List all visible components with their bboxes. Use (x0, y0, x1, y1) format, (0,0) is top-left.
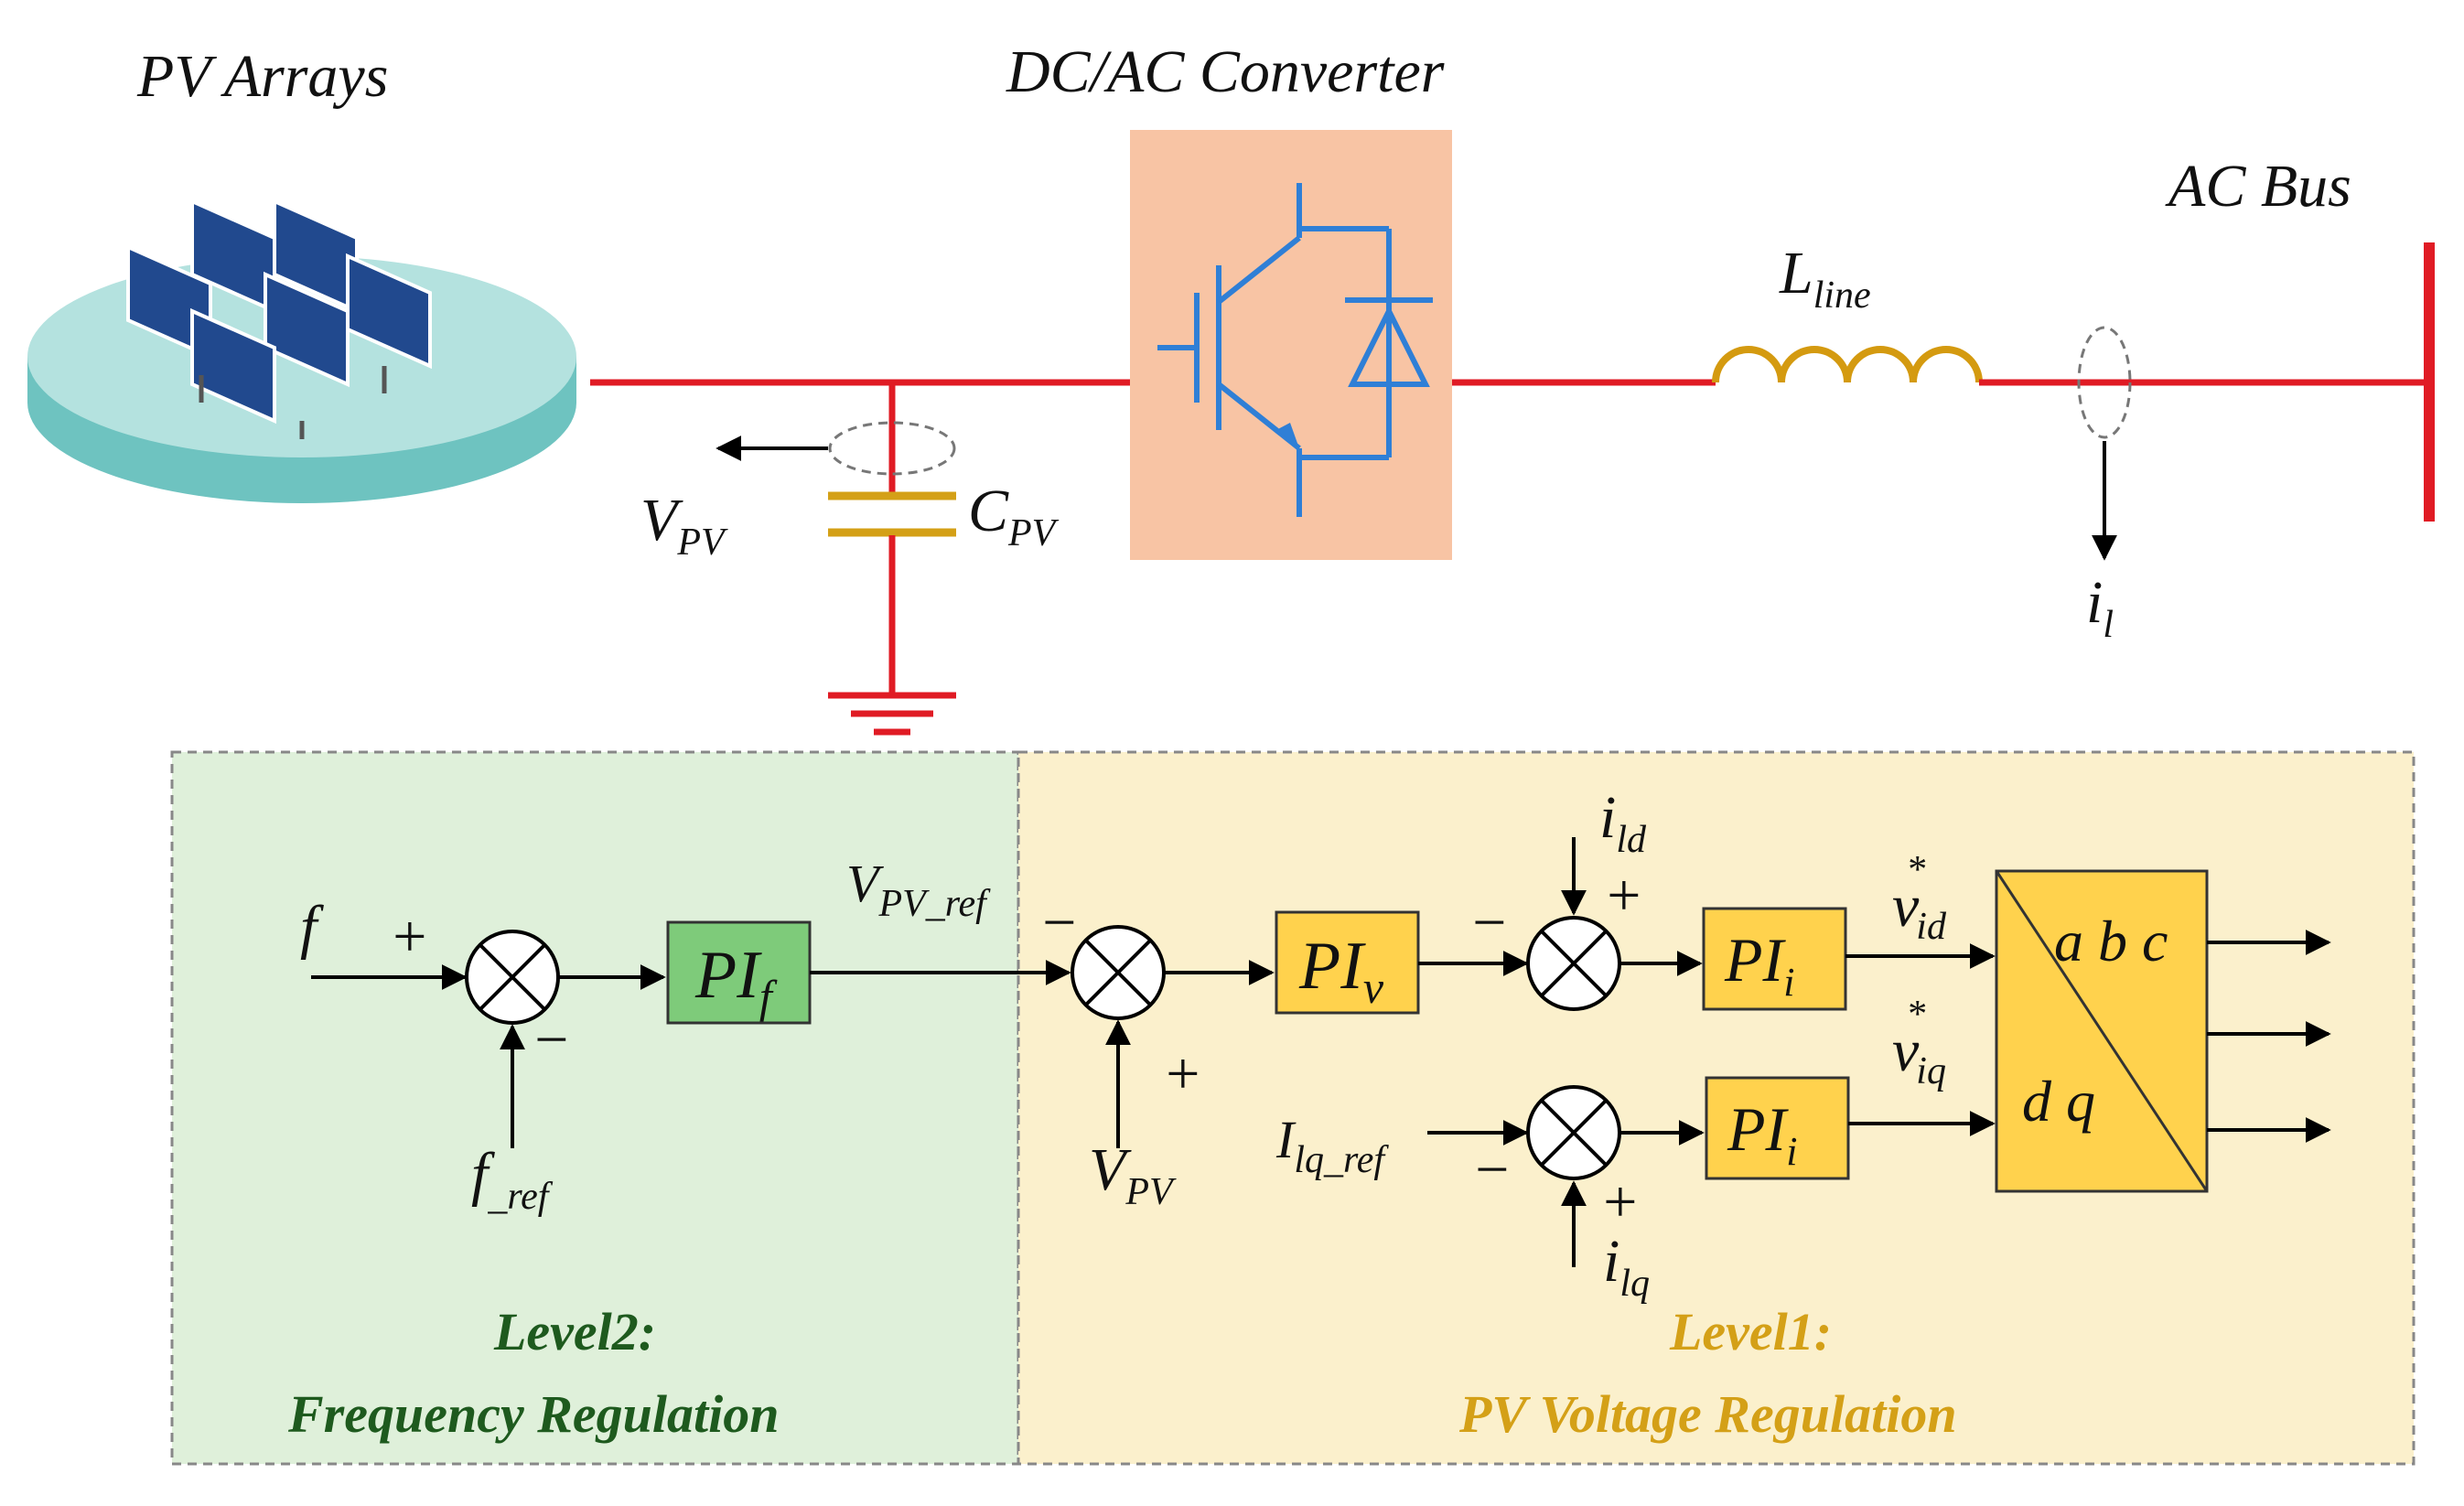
vpv-ref-label: VPV_ref (846, 854, 991, 925)
sum3-plus: + (1603, 862, 1644, 929)
vid-label: v*id (1892, 849, 1947, 948)
sum3-icon (1526, 916, 1621, 1011)
igbt-emitter-arrow (1276, 423, 1299, 448)
dq-label: d q (2022, 1069, 2095, 1134)
sum4-plus: + (1599, 1168, 1641, 1235)
v-pv-label: VPV (640, 487, 728, 564)
pi-v-block (1275, 910, 1420, 1015)
level2-title: Level2: (493, 1302, 656, 1361)
current-sensor-icon (2077, 326, 2132, 439)
sum2-plus: + (1162, 1040, 1203, 1107)
voltage-sensor-icon (828, 421, 956, 476)
sum2-minus: − (1038, 889, 1080, 956)
igbt-icon (1157, 183, 1433, 517)
pv-array-icon (27, 198, 576, 503)
ild-label: ild (1599, 784, 1647, 861)
sum3-minus: − (1469, 889, 1510, 956)
sum2-icon (1071, 925, 1166, 1020)
pi-i-d-label: PIi (1724, 925, 1794, 1005)
converter-label: DC/AC Converter (1006, 38, 1445, 105)
level2-subtitle: Frequency Regulation (287, 1384, 780, 1444)
pi-i-q-label: PIi (1727, 1094, 1797, 1174)
l-line-label: Lline (1779, 240, 1871, 317)
viq-label: v*iq (1892, 994, 1946, 1092)
level2-panel (170, 750, 1020, 1466)
pv-arrays-label: PV Arrays (136, 43, 388, 110)
sum4-minus: − (1471, 1136, 1512, 1203)
level1-subtitle: PV Voltage Regulation (1458, 1384, 1957, 1444)
pi-i-d-block (1702, 907, 1847, 1011)
sum1-icon (465, 930, 560, 1025)
inductor-icon (1712, 346, 1983, 383)
pi-f-block (666, 920, 812, 1025)
ilq-ref-label: Ilq_ref (1275, 1110, 1389, 1181)
sum1-plus: + (389, 903, 430, 970)
sum1-minus: − (531, 1006, 572, 1073)
dq-abc-diagonal (1995, 870, 2209, 1192)
pi-i-q-block (1705, 1076, 1850, 1180)
vpv-feedback-label: VPV (1089, 1136, 1177, 1213)
pi-v-label: PIv (1298, 929, 1384, 1013)
ac-bus-label: AC Bus (2165, 153, 2351, 220)
ilq-label: ilq (1603, 1228, 1650, 1305)
abc-label: a b c (2054, 909, 2168, 974)
i-l-label: il (2086, 569, 2114, 646)
c-pv-label: CPV (968, 478, 1060, 554)
level1-title: Level1: (1669, 1302, 1832, 1361)
ground-icon (828, 692, 956, 736)
sum4-icon (1526, 1085, 1621, 1180)
